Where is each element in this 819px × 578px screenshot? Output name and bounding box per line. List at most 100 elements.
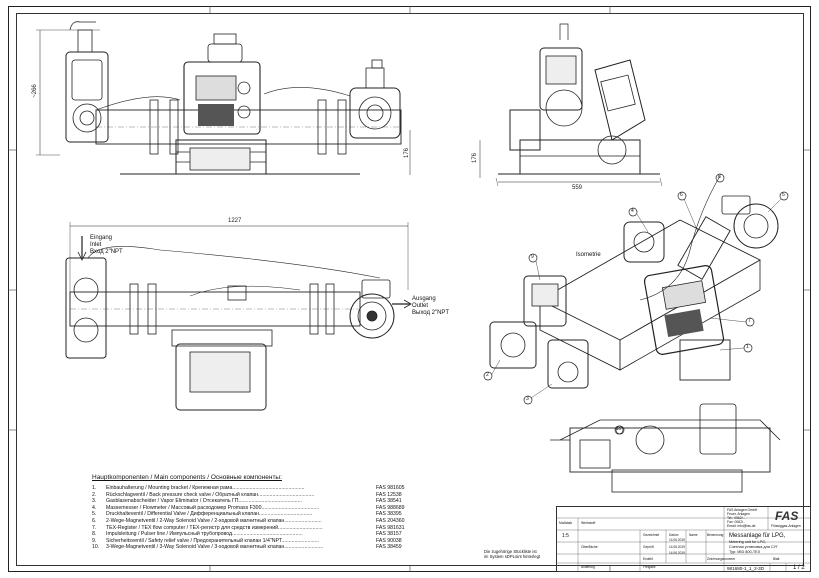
material-label: Werkstoff (581, 521, 596, 525)
balloon-6: 6 (680, 192, 683, 198)
balloon-5: 5 (782, 192, 785, 198)
component-number: 8. (92, 531, 97, 538)
balloon-8: 8 (718, 174, 721, 180)
balloon-7: 7 (748, 318, 751, 324)
component-code: FAS 38459 (376, 544, 402, 551)
component-description: 2-Wege-Magnetventil / 2-Way Solenoid Val… (106, 518, 322, 524)
inlet-label-en: Inlet (90, 242, 102, 248)
fas-logo: FAS (775, 509, 799, 523)
top-view (65, 222, 412, 411)
cell-drawing-no: Zeichnungsnummer (707, 557, 736, 561)
date-1: 14.06.2019 (669, 538, 685, 542)
component-row: 9. Sicherheitsventil / Safety relief valv… (92, 538, 490, 545)
company-line-4: Fax: 0062/.. (727, 520, 745, 524)
cell-release: Freigabe (643, 565, 656, 569)
balloon-9: 9 (531, 254, 534, 260)
isometric-view (483, 173, 789, 435)
component-description: Impulsleitung / Pulser line / Импульсный… (106, 531, 303, 538)
inlet-label-de: Eingang (90, 235, 113, 241)
surface-label: Oberfläche (581, 545, 598, 549)
cell-checked: Geprüft (643, 545, 654, 549)
drawing-type: Typ: MID 800-TEX (729, 550, 761, 554)
front-height-dim: ~266 (31, 84, 38, 98)
component-code: FAS 38541 (376, 498, 402, 505)
component-number: 6. (92, 518, 97, 524)
scale-value: 1:5 (562, 533, 569, 539)
date-2: 14.06.2019 (669, 545, 685, 549)
balloon-2: 2 (486, 372, 489, 378)
component-number: 4. (92, 504, 97, 511)
balloon-3: 3 (526, 396, 529, 402)
zone-ticks (8, 6, 811, 572)
cell-revision: Änderung (581, 565, 595, 569)
component-row: 8. Impulsleitung / Pulser line / Импульсн… (92, 531, 490, 538)
outlet-label-en: Outlet (412, 303, 429, 309)
component-description: 3-Wege-Magnetventil / 3-Way Solenoid Val… (106, 544, 324, 551)
drawing-number: 981680-1_1_2-3D (727, 566, 765, 571)
scale-label: Maßstab (559, 521, 573, 525)
balloon-4: 4 (631, 208, 634, 214)
note-line-2: im System sDPLoint hinterlegt (484, 554, 541, 559)
sheet-number: 1 / 2 (793, 565, 805, 571)
cell-sheet: Blatt (773, 557, 780, 561)
sheet-frame (8, 6, 811, 572)
title-block: FAS Anlagen GmbH Feuer, Anlagen Tel.: 00… (556, 506, 811, 572)
component-row: 5.Druckhalteventil / Differential Valve … (92, 511, 490, 518)
component-number: 3. (92, 498, 97, 505)
component-description: Einbauhalterung / Mounting bracket / Кре… (106, 485, 305, 491)
balloon-10: 10 (616, 426, 622, 431)
component-code: FAS 90038 (376, 537, 402, 544)
cell-created: Erstellt (643, 557, 653, 561)
drawing-subtitle-ru: Счетная установка для СУГ (729, 545, 779, 549)
components-title: Hauptkomponenten / Main components / Осн… (92, 474, 282, 481)
balloon-1: 1 (746, 344, 749, 350)
drawing-subtitle-en: Metering unit for LPG, (729, 540, 767, 544)
company-line-3: Tel.: 0062/.. (727, 516, 745, 520)
cell-name: Name (689, 533, 698, 537)
company-line-5: Email: info@fas.de (727, 524, 756, 528)
component-description: TEX-Register / TEX flow computer / TEX-р… (106, 524, 323, 531)
logo-subtitle: Flüssiggas-Anlagen (771, 524, 801, 528)
component-number: 10. (92, 544, 100, 551)
component-description: Gasblasenabscheider / Vapor Eliminator /… (106, 498, 302, 505)
component-row: 6. 2-Wege-Magnetventil / 2-Way Solenoid V… (92, 518, 490, 525)
title-block-grid (556, 506, 811, 572)
isometric-label: Isometrie (576, 252, 601, 258)
date-3: 14.06.2019 (669, 551, 685, 555)
component-number: 7. (92, 524, 97, 531)
component-description: Sicherheitsventil / Safety relief valve … (106, 537, 319, 544)
component-row: 10. 3-Wege-Magnetventil / 3-Way Solenoid … (92, 544, 490, 551)
drawing-border (16, 13, 804, 566)
component-description: Rückschlagventil / Back pressure check v… (106, 491, 315, 498)
component-code: FAS 38395 (376, 511, 402, 518)
cell-drawn: Gezeichnet (643, 533, 660, 537)
component-number: 1. (92, 485, 97, 491)
cell-designation: Benennung (707, 533, 724, 537)
note-line-1: Die zugehörige Stückliste ist (484, 549, 537, 554)
component-number: 9. (92, 537, 97, 544)
component-number: 5. (92, 511, 97, 518)
company-line-2: Feuer, Anlagen (727, 512, 750, 516)
component-description: Massemesser / Flowmeter / Массовый расхо… (106, 504, 320, 511)
component-row: 4. Massemesser / Flowmeter / Массовый рас… (92, 505, 490, 512)
component-code: FAS 981631 (376, 524, 405, 531)
inlet-label-ru: Вход 2"NPT (90, 249, 123, 255)
front-base-dim: 176 (404, 147, 411, 159)
component-code: FAS 981605 (376, 485, 405, 491)
top-length-dim: 1227 (228, 218, 242, 224)
component-code: FAS 204360 (376, 518, 405, 524)
front-view (36, 21, 411, 175)
cell-date: Datum (669, 533, 679, 537)
outlet-label-ru: Выход 2"NPT (412, 310, 450, 316)
component-code: FAS 12538 (376, 491, 402, 498)
component-row: 1. Einbauhalterung / Mounting bracket / К… (92, 485, 490, 492)
component-code: FAS 988689 (376, 504, 405, 511)
component-row: 2. Rückschlagventil / Back pressure check… (92, 492, 490, 499)
rear-isometric-view (550, 403, 781, 493)
outlet-label-de: Ausgang (412, 296, 436, 302)
side-view (479, 23, 663, 187)
component-number: 2. (92, 491, 97, 498)
drawing-title: Messanlage für LPG, (729, 533, 786, 539)
